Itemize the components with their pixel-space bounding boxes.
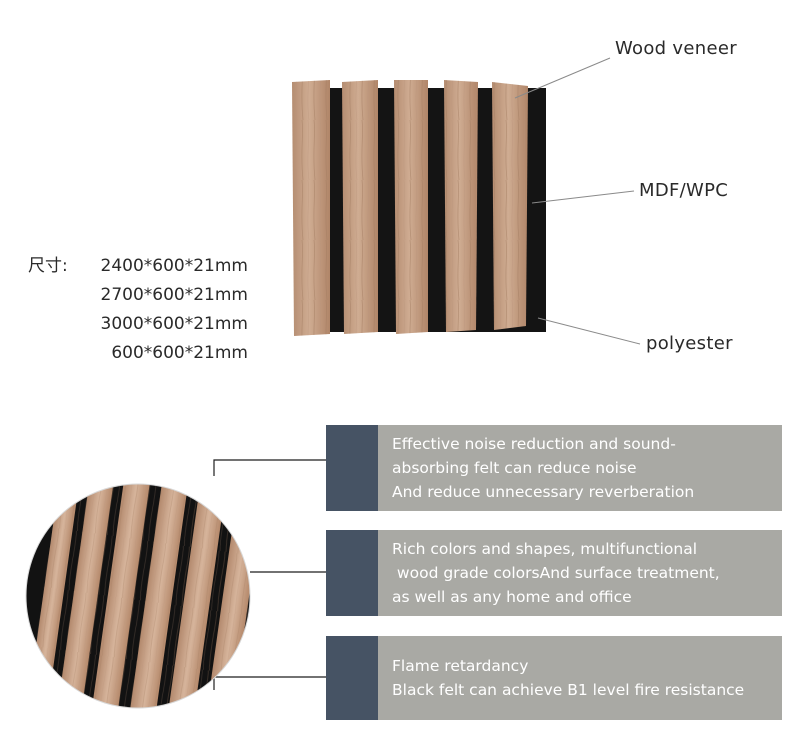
label-wood-veneer: Wood veneer [615, 38, 737, 59]
feature-card-colors: Rich colors and shapes, multifunctional … [326, 530, 782, 616]
feature-card-noise-reduction: Effective noise reduction and sound- abs… [326, 425, 782, 511]
size-row: 600*600*21mm [28, 339, 248, 368]
leader-mdf-wpc [531, 190, 635, 204]
size-value: 3000*600*21mm [100, 314, 248, 334]
leader-wood-veneer [514, 57, 611, 99]
size-list: 尺寸: 2400*600*21mm 2700*600*21mm 3000*600*… [28, 252, 248, 368]
slat-1 [292, 80, 330, 336]
size-value: 2400*600*21mm [100, 256, 248, 276]
bracket-bottom [213, 676, 326, 690]
slat-4 [444, 80, 478, 332]
feature-text: Flame retardancy Black felt can achieve … [392, 657, 745, 699]
feature-accent [326, 636, 378, 720]
slat-3 [394, 80, 428, 334]
size-value: 600*600*21mm [111, 343, 248, 363]
bracket-top [213, 459, 326, 476]
wood-slats [292, 80, 528, 336]
size-row: 3000*600*21mm [28, 310, 248, 339]
leader-polyester [537, 317, 641, 345]
feature-accent [326, 425, 378, 511]
slat-2 [342, 80, 378, 334]
size-value: 2700*600*21mm [100, 285, 248, 305]
size-label: 尺寸: [28, 256, 68, 276]
detail-circle [25, 483, 251, 709]
feature-text: Rich colors and shapes, multifunctional … [392, 540, 720, 606]
feature-card-flame-retardancy: Flame retardancy Black felt can achieve … [326, 636, 782, 720]
size-row: 2700*600*21mm [28, 281, 248, 310]
label-polyester: polyester [646, 333, 733, 354]
callout-lines [514, 57, 641, 345]
feature-accent [326, 530, 378, 616]
label-mdf-wpc: MDF/WPC [639, 180, 729, 201]
size-row: 尺寸: 2400*600*21mm [28, 252, 248, 281]
feature-text: Effective noise reduction and sound- abs… [392, 435, 695, 501]
slat-5 [492, 82, 528, 330]
